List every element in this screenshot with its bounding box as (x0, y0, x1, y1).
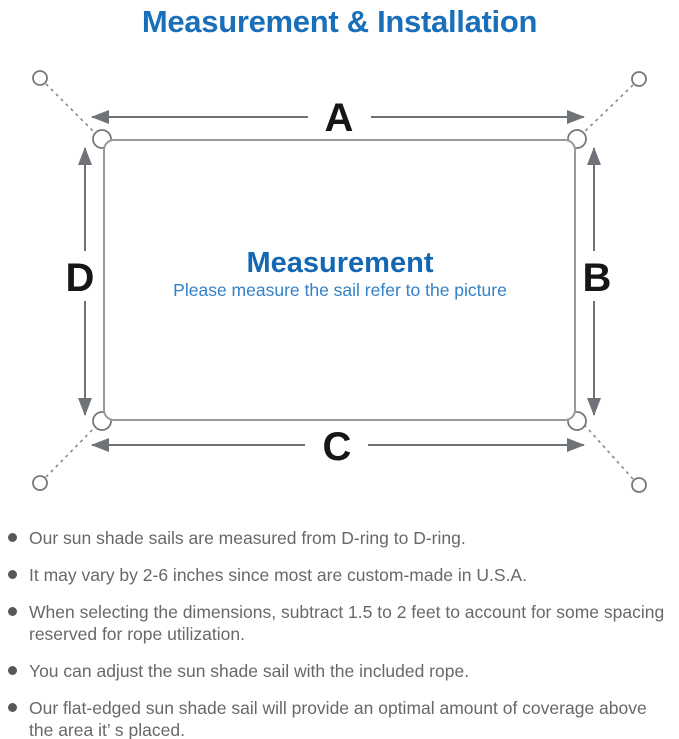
anchor-circle-bottom-right (631, 477, 647, 493)
bullet-icon (8, 533, 17, 542)
list-item: When selecting the dimensions, subtract … (8, 601, 672, 645)
sail-rectangle (103, 139, 576, 421)
list-item: You can adjust the sun shade sail with t… (8, 660, 672, 682)
rope-top-right (577, 84, 634, 139)
diagram-center-subtitle: Please measure the sail refer to the pic… (173, 280, 507, 300)
label-side-b: B (583, 256, 612, 300)
label-side-a: A (325, 96, 354, 140)
rope-bottom-left (45, 421, 101, 478)
sail-diagram-svg: A B C D Measurement Please measure the s… (32, 70, 647, 493)
list-item: It may vary by 2-6 inches since most are… (8, 564, 672, 586)
label-side-d: D (66, 256, 95, 300)
anchor-circle-top-left (32, 70, 48, 86)
label-side-c: C (323, 425, 352, 469)
note-text: Our flat-edged sun shade sail will provi… (29, 698, 647, 739)
note-text: Our sun shade sails are measured from D-… (29, 528, 466, 548)
bullet-icon (8, 666, 17, 675)
anchor-points (32, 70, 647, 493)
dimension-arrows (78, 110, 601, 452)
notes-list: Our sun shade sails are measured from D-… (0, 508, 672, 739)
note-text: You can adjust the sun shade sail with t… (29, 661, 470, 681)
rope-top-left (45, 83, 101, 139)
anchor-circle-bottom-left (32, 475, 48, 491)
bullet-icon (8, 607, 17, 616)
list-item: Our flat-edged sun shade sail will provi… (8, 697, 672, 739)
bullet-icon (8, 570, 17, 579)
rope-dashed-lines (45, 83, 634, 480)
anchor-circle-top-right (631, 71, 647, 87)
bullet-icon (8, 703, 17, 712)
measurement-diagram: A B C D Measurement Please measure the s… (0, 58, 679, 508)
corner-d-rings (92, 129, 587, 431)
rope-bottom-right (579, 419, 634, 480)
note-text: When selecting the dimensions, subtract … (29, 602, 665, 644)
note-text: It may vary by 2-6 inches since most are… (29, 565, 527, 585)
page-title: Measurement & Installation (141, 4, 538, 39)
diagram-center-title: Measurement (247, 247, 434, 279)
list-item: Our sun shade sails are measured from D-… (8, 527, 672, 549)
